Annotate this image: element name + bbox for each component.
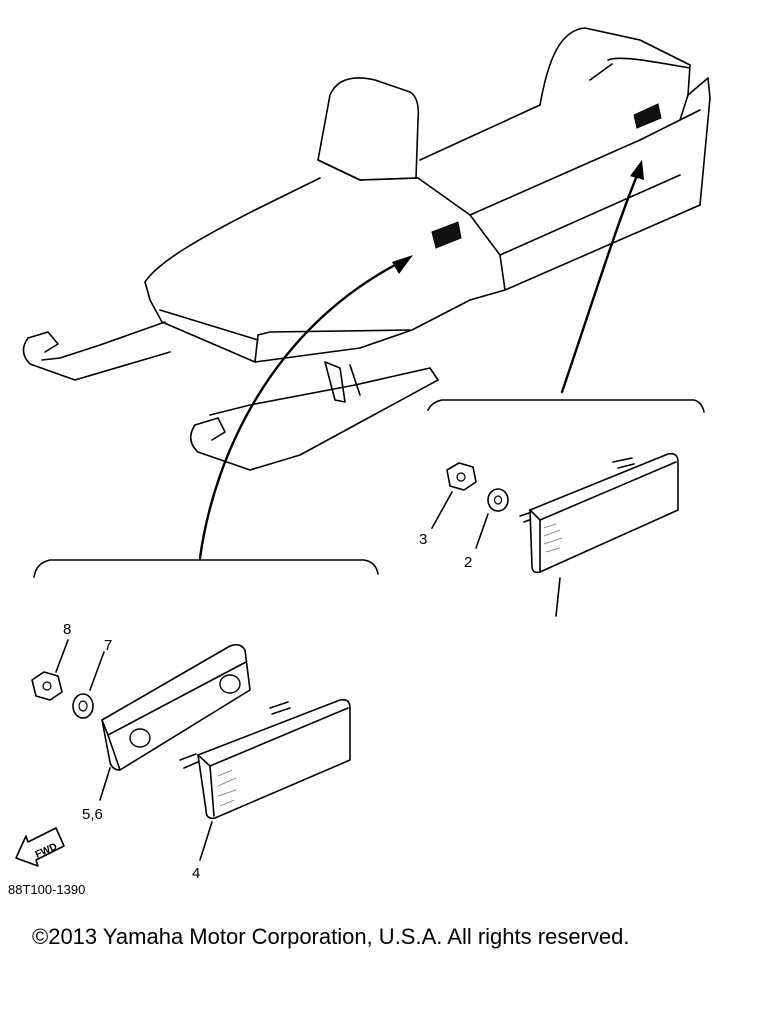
detail-bracket-left [33,559,379,578]
part-7-washer [72,693,94,719]
detail-bracket-right [427,399,705,413]
leader-lines [55,491,561,861]
arrow-head-left [392,255,413,274]
snowmobile-illustration [22,27,711,471]
part-8-nut [31,671,63,701]
callout-8: 8 [63,621,71,638]
part-1-reflector [519,452,679,574]
arrow-head-right [630,160,644,180]
callout-4: 4 [192,865,200,882]
part-2-washer [487,488,509,512]
callout-7: 7 [104,637,112,654]
copyright-notice: ©2013 Yamaha Motor Corporation, U.S.A. A… [32,924,629,949]
location-arrows [198,160,644,560]
callout-2: 2 [464,554,472,571]
fwd-direction-arrow: FWD [15,827,65,867]
callout-3: 3 [419,531,427,548]
part-5-6-spacer [101,643,251,771]
drawing-code: 88T100-1390 [8,882,85,897]
part-3-nut [446,462,477,491]
part-4-reflector [179,698,351,820]
callout-5-6: 5,6 [82,806,103,823]
